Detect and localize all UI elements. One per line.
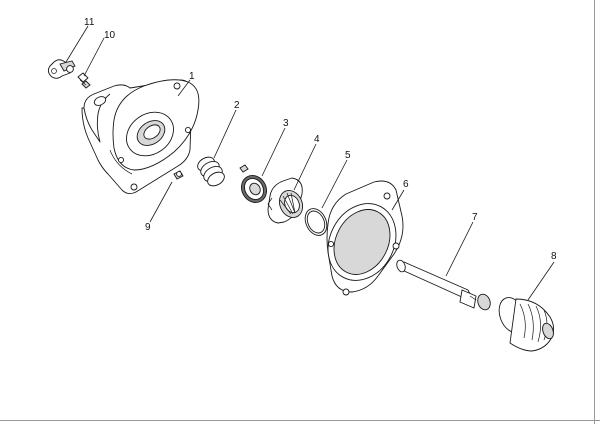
callout-5: 5 <box>345 150 351 161</box>
callout-labels: 11 10 1 2 3 4 5 6 7 8 9 <box>84 17 557 262</box>
leader-lines <box>65 25 555 301</box>
callout-7: 7 <box>472 212 478 223</box>
part-7-shaft <box>396 259 491 311</box>
callout-6: 6 <box>403 179 409 190</box>
callout-10: 10 <box>104 30 116 41</box>
callout-4: 4 <box>314 134 320 145</box>
leader-3 <box>261 127 286 177</box>
leader-7 <box>445 221 474 277</box>
part-9-bolt <box>173 170 184 180</box>
callout-2: 2 <box>234 100 240 111</box>
part-2-spring <box>197 156 225 187</box>
part-11-elbow-fitting <box>47 59 76 79</box>
part-4-piston <box>267 177 304 224</box>
part-10-bleed-screw <box>77 72 91 89</box>
callout-11: 11 <box>84 17 95 28</box>
callout-3: 3 <box>283 118 289 129</box>
part-1-cylinder-housing <box>81 79 200 195</box>
part-3-pin <box>239 164 249 173</box>
callout-8: 8 <box>551 251 557 262</box>
leader-4 <box>293 143 317 191</box>
leader-10 <box>83 37 105 77</box>
leader-6 <box>391 189 405 211</box>
part-3-seal <box>241 175 267 203</box>
part-5-o-ring <box>304 208 328 236</box>
part-6-cover-plate <box>326 180 404 296</box>
part-8-rubber-boot <box>498 297 555 352</box>
leader-1 <box>177 79 191 97</box>
callout-9: 9 <box>145 222 151 233</box>
leader-5 <box>321 159 348 209</box>
leader-2 <box>213 109 237 159</box>
leader-8 <box>527 261 555 301</box>
leader-11 <box>65 25 89 63</box>
leader-9 <box>149 181 173 223</box>
callout-1: 1 <box>189 71 195 82</box>
